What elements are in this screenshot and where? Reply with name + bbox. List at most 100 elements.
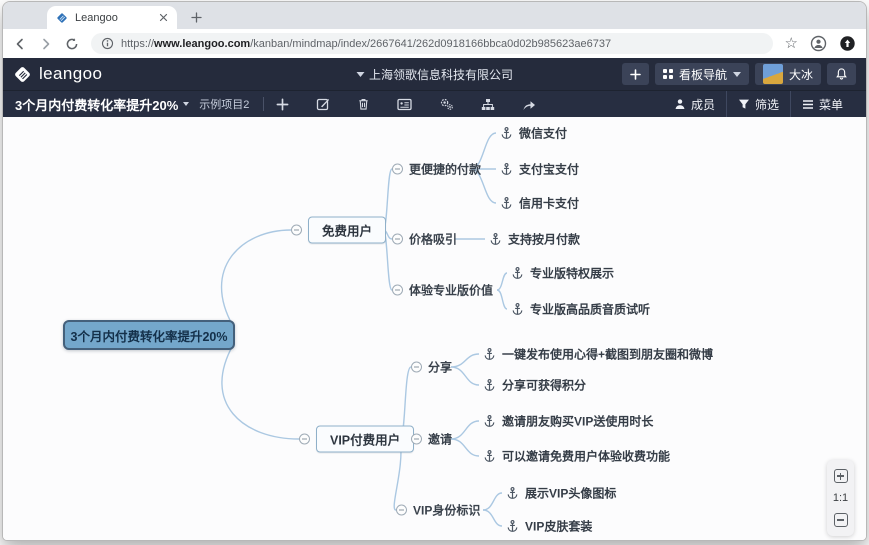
subbranch-label: 邀请 bbox=[428, 432, 453, 447]
user-menu[interactable]: 大冰 bbox=[754, 63, 821, 85]
leaf-node[interactable]: 信用卡支付 bbox=[500, 195, 579, 212]
mindmap-connections bbox=[221, 132, 508, 527]
org-selector[interactable]: 上海领歌信息科技有限公司 bbox=[355, 66, 513, 83]
subbranch-node[interactable]: 体验专业版价值 bbox=[392, 282, 493, 299]
collapse-toggle-icon[interactable] bbox=[299, 433, 310, 445]
collapse-toggle-icon[interactable] bbox=[411, 361, 422, 373]
leangoo-logo[interactable]: leangoo bbox=[13, 64, 102, 84]
members-button[interactable]: 成员 bbox=[663, 91, 726, 117]
filter-button[interactable]: 筛选 bbox=[725, 91, 790, 117]
leaf-label: 信用卡支付 bbox=[519, 196, 580, 211]
bell-icon bbox=[836, 68, 847, 80]
subbranch-label: 价格吸引 bbox=[409, 232, 458, 247]
subbranch-node[interactable]: 邀请 bbox=[411, 431, 452, 448]
bookmark-star-icon[interactable]: ☆ bbox=[784, 35, 798, 52]
sitemap-icon[interactable] bbox=[481, 98, 495, 111]
url-bar: https://www.leangoo.com/kanban/mindmap/i… bbox=[3, 29, 866, 58]
address-input[interactable]: https://www.leangoo.com/kanban/mindmap/i… bbox=[91, 33, 773, 54]
leaf-node[interactable]: 微信支付 bbox=[500, 125, 567, 142]
leaf-node[interactable]: 支付宝支付 bbox=[500, 161, 579, 178]
edit-icon[interactable] bbox=[316, 97, 330, 111]
leaf-label: 一键发布使用心得+截图到朋友圈和微博 bbox=[502, 347, 714, 362]
board-title-dropdown[interactable]: 3个月内付费转化率提升20% bbox=[15, 95, 190, 114]
plus-icon bbox=[190, 11, 202, 23]
anchor-icon bbox=[507, 486, 518, 499]
trash-icon[interactable] bbox=[357, 97, 370, 111]
collapse-toggle-icon[interactable] bbox=[392, 163, 403, 175]
subbranch-node[interactable]: 分享 bbox=[411, 359, 452, 376]
back-icon[interactable] bbox=[13, 37, 27, 51]
collapse-toggle-icon[interactable] bbox=[396, 504, 407, 516]
leaf-node[interactable]: 分享可获得积分 bbox=[483, 377, 586, 394]
branch-node-free-users[interactable]: 免费用户 bbox=[291, 216, 387, 244]
board-title: 3个月内付费转化率提升20% bbox=[15, 97, 179, 113]
anchor-icon bbox=[507, 519, 518, 532]
leaf-node[interactable]: 邀请朋友购买VIP送使用时长 bbox=[483, 413, 653, 430]
header-actions: 看板导航 大冰 bbox=[622, 63, 856, 85]
leaf-node[interactable]: 专业版特权展示 bbox=[511, 265, 614, 282]
tab-strip: Leangoo bbox=[3, 2, 866, 29]
tab-close-icon[interactable] bbox=[159, 13, 168, 22]
chevron-down-icon bbox=[183, 102, 190, 106]
mindmap-canvas[interactable]: 3个月内付费转化率提升20% 免费用户 VIP付费用户 更便捷的付款 价格吸引 … bbox=[3, 117, 866, 540]
anchor-icon bbox=[501, 162, 512, 175]
board-tools bbox=[276, 97, 536, 111]
divider bbox=[263, 97, 265, 111]
person-icon bbox=[675, 99, 685, 109]
browser-actions: ☆ bbox=[785, 35, 856, 52]
leaf-label: VIP皮肤套装 bbox=[525, 519, 593, 534]
anchor-icon bbox=[501, 126, 512, 139]
menu-label: 菜单 bbox=[818, 97, 843, 112]
anchor-icon bbox=[490, 232, 501, 245]
connector bbox=[450, 366, 480, 386]
branch-node-vip-users[interactable]: VIP付费用户 bbox=[299, 425, 415, 453]
notifications-button[interactable] bbox=[827, 63, 856, 85]
share-icon[interactable] bbox=[522, 98, 536, 111]
forward-icon[interactable] bbox=[39, 37, 53, 51]
collapse-toggle-icon[interactable] bbox=[392, 233, 403, 245]
members-label: 成员 bbox=[690, 97, 715, 112]
mindmap-root-node[interactable]: 3个月内付费转化率提升20% bbox=[63, 320, 235, 350]
app-header: leangoo 上海领歌信息科技有限公司 看板导航 大冰 bbox=[3, 58, 866, 90]
zoom-reset-button[interactable]: 1:1 bbox=[832, 492, 849, 504]
user-name: 大冰 bbox=[788, 67, 813, 82]
card-view-icon[interactable] bbox=[397, 98, 413, 111]
branch-label: VIP付费用户 bbox=[316, 425, 415, 453]
zoom-out-button[interactable] bbox=[833, 513, 848, 527]
leaf-node[interactable]: 可以邀请免费用户体验收费功能 bbox=[483, 448, 670, 465]
subbranch-node[interactable]: VIP身份标识 bbox=[396, 502, 480, 519]
chevron-down-icon bbox=[732, 71, 741, 77]
new-tab-button[interactable] bbox=[187, 8, 205, 26]
zoom-controls: 1:1 bbox=[827, 460, 854, 536]
profile-icon[interactable] bbox=[810, 35, 827, 52]
boards-nav-button[interactable]: 看板导航 bbox=[655, 63, 749, 85]
menu-button[interactable]: 菜单 bbox=[789, 91, 854, 117]
project-name[interactable]: 示例项目2 bbox=[199, 99, 250, 111]
leaf-node[interactable]: 展示VIP头像图标 bbox=[506, 485, 616, 502]
leaf-label: 专业版高品质音质试听 bbox=[530, 302, 651, 317]
leaf-node[interactable]: VIP皮肤套装 bbox=[506, 518, 592, 535]
add-node-icon[interactable] bbox=[276, 98, 289, 111]
page-info-icon[interactable] bbox=[101, 37, 114, 50]
add-board-button[interactable] bbox=[622, 63, 650, 85]
zoom-in-button[interactable] bbox=[833, 469, 848, 483]
branch-label: 免费用户 bbox=[308, 216, 387, 244]
collapse-toggle-icon[interactable] bbox=[291, 224, 302, 236]
subbranch-node[interactable]: 价格吸引 bbox=[392, 231, 457, 248]
anchor-icon bbox=[484, 378, 495, 391]
leaf-node[interactable]: 专业版高品质音质试听 bbox=[511, 301, 650, 318]
settings-cogs-icon[interactable] bbox=[439, 97, 454, 111]
browser-orb-icon[interactable] bbox=[839, 35, 856, 52]
refresh-icon[interactable] bbox=[65, 37, 79, 51]
connector bbox=[221, 229, 292, 327]
collapse-toggle-icon[interactable] bbox=[392, 284, 403, 296]
browser-tab[interactable]: Leangoo bbox=[47, 6, 177, 29]
leaf-node[interactable]: 支持按月付款 bbox=[489, 231, 580, 248]
collapse-toggle-icon[interactable] bbox=[411, 433, 422, 445]
leaf-label: 展示VIP头像图标 bbox=[525, 486, 617, 501]
leaf-node[interactable]: 一键发布使用心得+截图到朋友圈和微博 bbox=[483, 346, 713, 363]
subbranch-node[interactable]: 更便捷的付款 bbox=[392, 161, 481, 178]
favicon-icon bbox=[57, 12, 67, 23]
filter-label: 筛选 bbox=[754, 97, 779, 112]
leaf-label: 分享可获得积分 bbox=[502, 378, 587, 393]
